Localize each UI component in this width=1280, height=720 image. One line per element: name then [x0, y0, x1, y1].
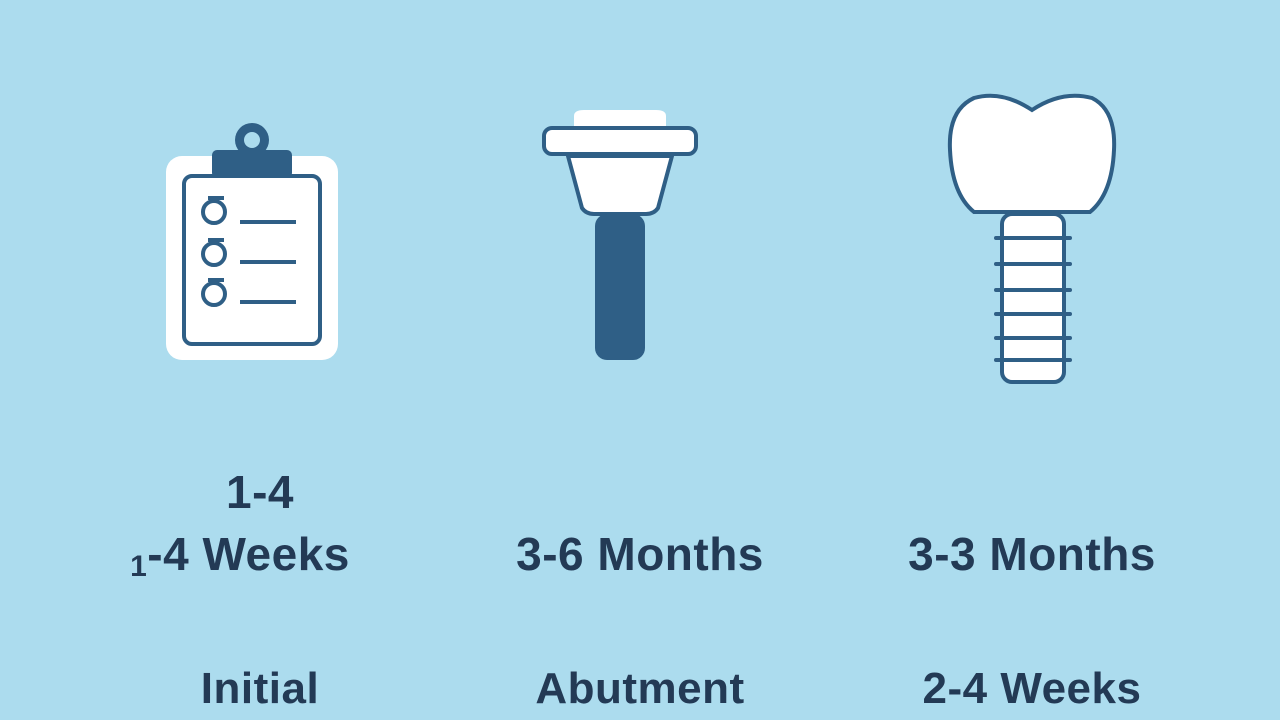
clipboard-checklist-icon — [166, 123, 338, 360]
implant-abutment-icon — [542, 110, 698, 360]
stage-1-duration-prefix: 1 — [130, 550, 148, 583]
stage-1-duration: 1-4 Weeks — [90, 528, 390, 593]
stage-1-duration-text: -4 Weeks — [147, 528, 350, 580]
stage-2-label: Abutment — [535, 664, 745, 713]
stage-1-label: Initial — [200, 664, 320, 713]
implant-crown-icon — [947, 93, 1117, 384]
stage-2-duration: 3-6 Months — [516, 528, 764, 580]
stage-3-label: 2-4 Weeks — [922, 664, 1142, 713]
stage-3-duration: 3-3 Months — [908, 528, 1156, 580]
stage-1-range-top: 1-4 — [226, 466, 294, 518]
